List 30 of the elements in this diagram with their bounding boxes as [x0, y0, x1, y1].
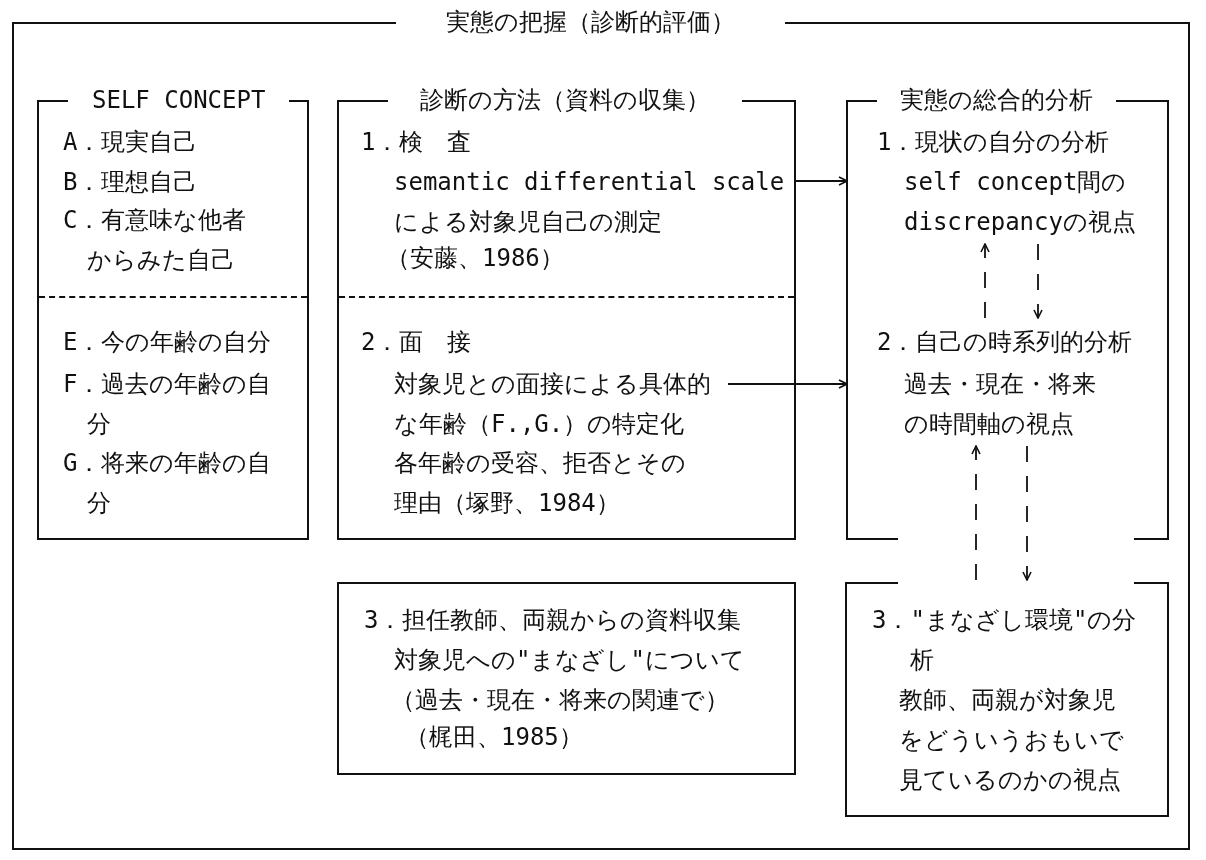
list-item: A．現実自己	[63, 127, 198, 158]
item-heading: 2．面 接	[361, 327, 472, 358]
body-text: 各年齢の受容、拒否とその理由（塚野、1984）	[394, 448, 687, 519]
body-text: （過去・現在・将来の関連で）	[391, 685, 729, 716]
list-item: C．有意味な他者からみた自己	[63, 205, 248, 276]
body-text: self concept間のdiscrepancyの視点	[904, 167, 1137, 238]
arrow	[1033, 243, 1043, 319]
citation-text: （安藤、1986）	[386, 243, 564, 274]
arrow	[793, 176, 848, 186]
list-item: F．過去の年齢の自分	[63, 369, 273, 440]
list-item: B．理想自己	[63, 167, 198, 198]
list-item: E．今の年齢の自分	[63, 327, 272, 358]
body-text: 過去・現在・将来の時間軸の視点	[904, 369, 1097, 440]
citation-text: （梶田、1985）	[405, 722, 583, 753]
body-text: semantic differential scaleによる対象児自己の測定	[394, 167, 786, 238]
list-item: G．将来の年齢の自分	[63, 448, 273, 519]
arrow	[971, 445, 981, 581]
body-text: 教師、両親が対象児をどういうおもいで見ているのかの視点	[899, 685, 1125, 796]
item-heading: 2．自己の時系列的分析	[877, 327, 1133, 358]
arrow	[980, 243, 990, 319]
item-heading: 3．担任教師、両親からの資料収集	[364, 605, 742, 636]
outlined-box	[337, 582, 796, 775]
body-text: 対象児への"まなざし"について	[394, 645, 745, 676]
body-text: 対象児との面接による具体的な年齢（F.,G.）の特定化	[394, 369, 712, 440]
outlined-box	[845, 582, 1169, 817]
item-heading: 1．現状の自分の分析	[877, 127, 1110, 158]
item-heading: 3．"まなざし環境"の分析	[872, 605, 1138, 676]
arrow	[727, 379, 848, 389]
arrow	[1022, 445, 1032, 581]
item-heading: 1．検 査	[361, 127, 472, 158]
